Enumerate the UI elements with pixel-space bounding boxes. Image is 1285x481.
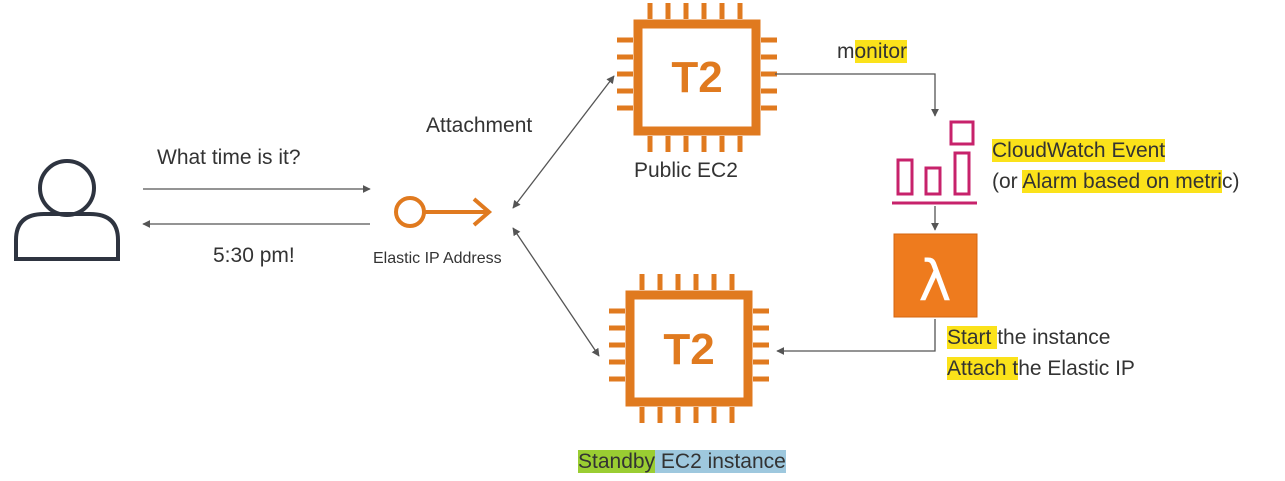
cloudwatch-label-line2: (or Alarm based on metric) bbox=[992, 170, 1239, 194]
attachment-arrow-public bbox=[512, 75, 615, 209]
lambda-icon bbox=[893, 233, 978, 318]
standby-ec2-label-gap bbox=[655, 450, 661, 473]
elastic-ip-label: Elastic IP Address bbox=[373, 250, 502, 267]
public-ec2-chip-text: T2 bbox=[671, 53, 722, 102]
user-icon bbox=[14, 159, 120, 261]
lambda-symbol: λ bbox=[918, 249, 951, 314]
monitor-label-first: m bbox=[837, 40, 855, 63]
attachment-arrow-standby bbox=[512, 227, 600, 357]
cloudwatch-label-highlight: CloudWatch Event bbox=[992, 139, 1166, 162]
cloudwatch-label-suffix: c) bbox=[1221, 170, 1240, 193]
lambda-action-attach-rest: he Elastic IP bbox=[1018, 357, 1135, 380]
cloudwatch-label-alarm-highlight: Alarm based on metri bbox=[1022, 170, 1222, 193]
monitor-arrow bbox=[775, 73, 939, 117]
standby-ec2-chip-icon bbox=[609, 274, 769, 423]
answer-label: 5:30 pm! bbox=[213, 244, 295, 267]
standby-ec2-label-rest: EC2 instance bbox=[660, 450, 786, 473]
lambda-action-line1: Start the instance bbox=[947, 326, 1110, 350]
lambda-action-start-highlight: Start bbox=[947, 326, 998, 349]
standby-ec2-chip-text: T2 bbox=[663, 325, 714, 374]
cloudwatch-label-line1: CloudWatch Event bbox=[992, 139, 1166, 163]
cloudwatch-label-prefix: (or bbox=[992, 170, 1023, 193]
lambda-action-line2: Attach the Elastic IP bbox=[947, 357, 1135, 381]
public-ec2-chip-icon bbox=[617, 3, 777, 152]
question-label: What time is it? bbox=[157, 146, 301, 169]
monitor-label: monitor bbox=[837, 40, 908, 64]
lambda-to-standby-arrow bbox=[776, 319, 936, 355]
standby-ec2-label-highlight: Standby bbox=[578, 450, 656, 473]
monitor-label-highlight: onitor bbox=[854, 40, 908, 63]
standby-ec2-label: Standby EC2 instance bbox=[578, 450, 786, 474]
cloudwatch-icon bbox=[892, 120, 977, 205]
lambda-action-attach-highlight: Attach t bbox=[947, 357, 1019, 380]
attachment-label: Attachment bbox=[426, 114, 533, 137]
public-ec2-label: Public EC2 bbox=[634, 159, 738, 182]
lambda-action-start-rest: the instance bbox=[997, 326, 1111, 349]
elastic-ip-icon bbox=[394, 196, 493, 228]
